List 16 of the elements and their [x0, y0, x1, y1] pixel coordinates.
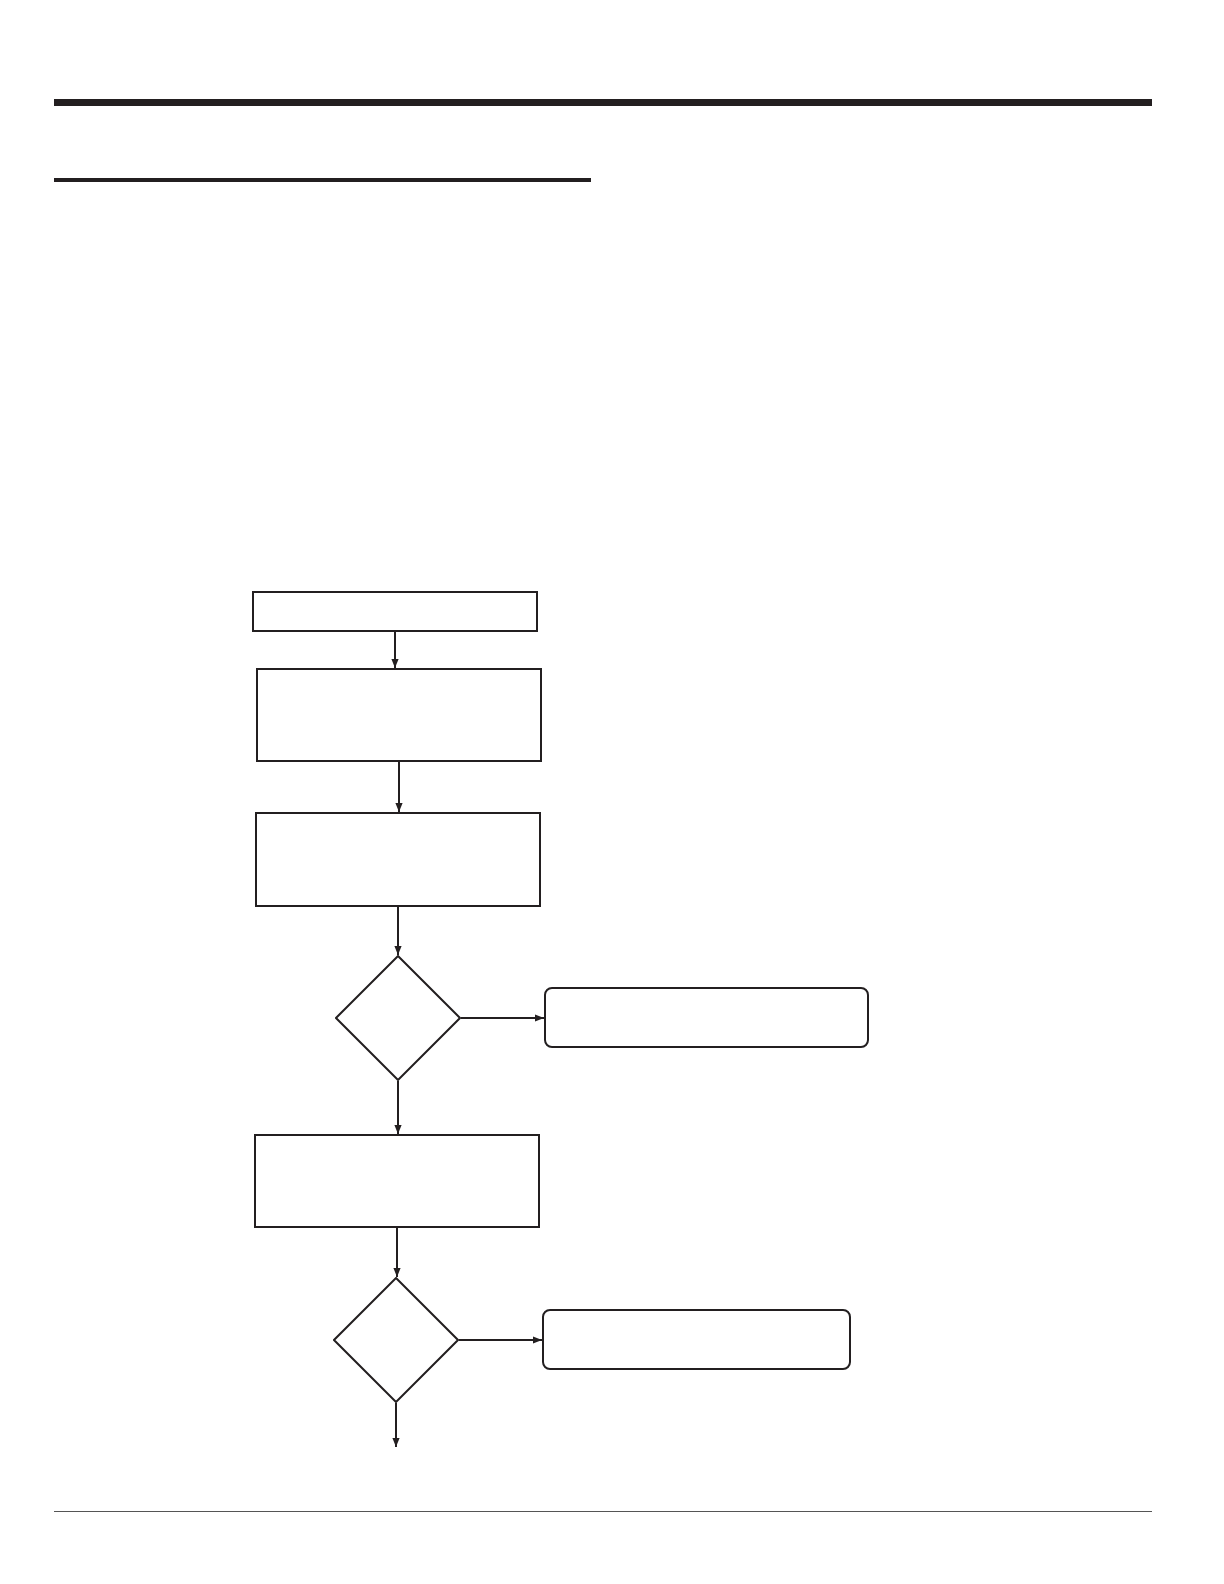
arrow	[458, 1336, 543, 1344]
arrow	[391, 631, 399, 669]
decision-diamond	[333, 1277, 459, 1403]
arrow	[460, 1014, 545, 1022]
process-box	[256, 668, 542, 762]
arrow	[393, 1227, 401, 1278]
decision-diamond	[335, 955, 461, 1081]
arrow	[394, 1080, 402, 1135]
rounded-box	[542, 1309, 851, 1370]
arrow	[394, 906, 402, 956]
rounded-box	[544, 987, 869, 1048]
process-box	[252, 591, 538, 632]
arrow	[395, 761, 403, 813]
process-box	[254, 1134, 540, 1228]
arrow	[392, 1402, 400, 1448]
process-box	[255, 812, 541, 907]
